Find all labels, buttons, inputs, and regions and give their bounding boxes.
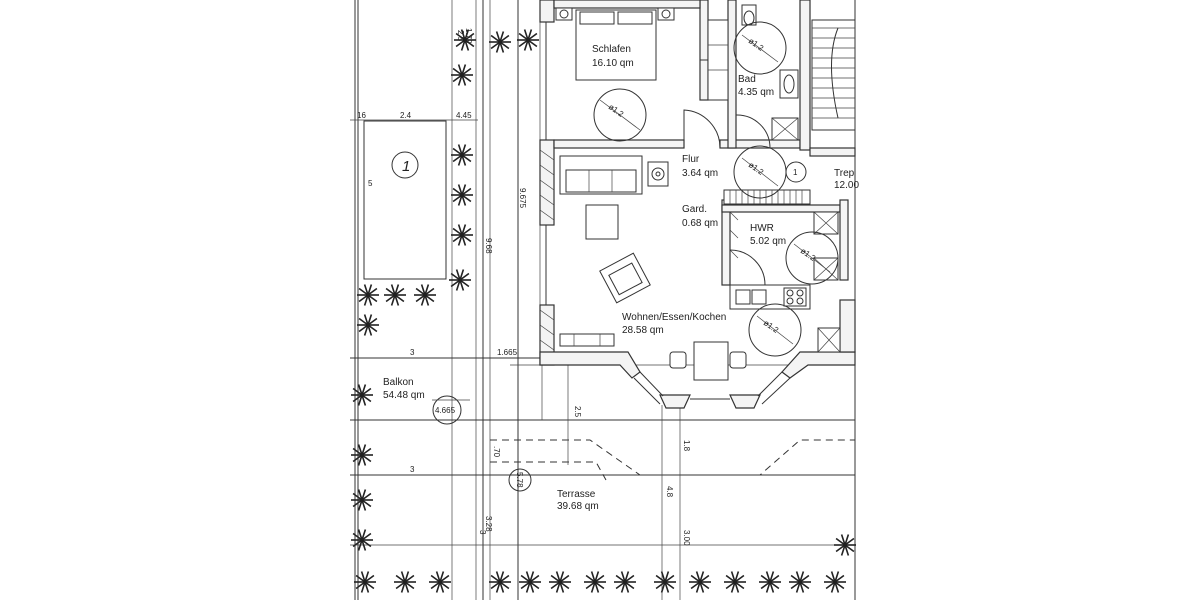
room-bad-area: 4.35 qm	[738, 87, 774, 98]
plant-icon	[789, 571, 811, 593]
dim-1-79: 1.79	[464, 28, 473, 44]
dim-3-mid: 3	[410, 465, 415, 474]
room-bad-name: Bad	[738, 74, 756, 85]
dim-9-68: 9.68	[484, 238, 493, 254]
plant-icon	[451, 64, 473, 86]
turning-circle-label-bedroom: ø1.2	[607, 102, 626, 119]
dim-3-28: 3.28	[484, 516, 493, 532]
plant-icon	[449, 269, 471, 291]
marker-4665-text: 4.665	[435, 406, 456, 415]
terrace-outline	[490, 439, 855, 481]
plant-icon	[414, 284, 436, 306]
marker-1-left-text: 1	[402, 158, 410, 175]
room-terrasse-name: Terrasse	[557, 489, 596, 500]
dim-4-45: 4.45	[456, 111, 472, 120]
marker-circle-1-left	[391, 151, 419, 179]
room-wohnen-name: Wohnen/Essen/Kochen	[622, 312, 726, 323]
dim-2-5-mid: 2.5	[573, 406, 582, 418]
building-walls	[539, 0, 856, 600]
dim-5: 5	[368, 179, 373, 188]
dim-4-8: 4.8	[665, 486, 674, 498]
plant-icon	[384, 284, 406, 306]
plant-icon	[451, 184, 473, 206]
dim-3-top: 3	[410, 348, 415, 357]
room-hwr-area: 5.02 qm	[750, 236, 786, 247]
plant-icon	[549, 571, 571, 593]
bathroom-furniture	[741, 4, 799, 141]
room-hwr-name: HWR	[750, 223, 774, 234]
turning-circle-label-hall: ø1.2	[747, 160, 766, 177]
room-balkon-area: 54.48 qm	[383, 390, 425, 401]
plant-icon	[489, 571, 511, 593]
room-wohnen-area: 28.58 qm	[622, 325, 664, 336]
plant-icon	[489, 31, 511, 53]
hwr-appliances	[813, 211, 839, 281]
kitchen-counter	[729, 284, 841, 353]
bedroom-furniture	[555, 7, 729, 101]
room-balkon-name: Balkon	[383, 377, 414, 388]
room-schlafen-area: 16.10 qm	[592, 58, 634, 69]
plant-icon	[614, 571, 636, 593]
parking-space: 1 5	[363, 120, 447, 280]
plant-icon	[454, 29, 476, 51]
plant-icon	[689, 571, 711, 593]
room-terrasse-area: 39.68 qm	[557, 501, 599, 512]
marker-circle-4665	[432, 395, 462, 425]
room-flur-name: Flur	[682, 154, 700, 165]
plant-icon	[394, 571, 416, 593]
room-schlafen-name: Schlafen	[592, 44, 631, 55]
turning-circle-hall	[733, 145, 787, 199]
plant-icon	[357, 314, 379, 336]
room-treppe-area: 12.00	[834, 180, 859, 191]
plant-icon	[357, 284, 379, 306]
plant-icon	[517, 29, 539, 51]
dim-2-4: 2.4	[400, 111, 412, 120]
dim-16: 16	[357, 111, 366, 120]
room-gard-name: Gard.	[682, 204, 707, 215]
plant-icon	[724, 571, 746, 593]
dim-1-8: 1.8	[682, 440, 691, 452]
turning-circle-kitchen	[748, 303, 802, 357]
room-gard-area: 0.68 qm	[682, 218, 718, 229]
plant-icon	[354, 571, 376, 593]
turning-circle-bath	[733, 21, 787, 75]
dim-9-675: 9.675	[518, 188, 527, 209]
plant-icon	[824, 571, 846, 593]
plant-icon	[584, 571, 606, 593]
plant-icon	[654, 571, 676, 593]
door-swings	[683, 59, 771, 286]
marker-circle-578	[508, 468, 532, 492]
plant-icon	[519, 571, 541, 593]
marker-578-text: 5.78	[515, 472, 524, 488]
plant-icon	[451, 224, 473, 246]
staircase	[811, 19, 856, 131]
marker-1-right-text: 1	[793, 168, 798, 177]
plant-icon	[351, 489, 373, 511]
plant-icon	[429, 571, 451, 593]
dim-70: .70	[492, 446, 501, 458]
turning-circle-label-kitchen: ø1.2	[762, 318, 781, 335]
plant-icon	[351, 384, 373, 406]
turning-circles	[593, 21, 839, 357]
wall-hatching	[539, 149, 739, 351]
room-flur-area: 3.64 qm	[682, 168, 718, 179]
turning-circle-bedroom	[593, 88, 647, 142]
room-treppe-name: Trep	[834, 168, 855, 179]
plant-icon	[834, 534, 856, 556]
plant-icon	[351, 529, 373, 551]
plant-icon	[759, 571, 781, 593]
turning-circle-hwr	[785, 231, 839, 285]
dim-1-665: 1.665	[497, 348, 518, 357]
vegetation	[351, 29, 856, 593]
dim-3-00: 3.00	[682, 530, 691, 546]
plant-icon	[451, 144, 473, 166]
plant-icon	[351, 444, 373, 466]
dim-3-low: 3	[478, 530, 487, 535]
living-furniture	[559, 155, 747, 381]
